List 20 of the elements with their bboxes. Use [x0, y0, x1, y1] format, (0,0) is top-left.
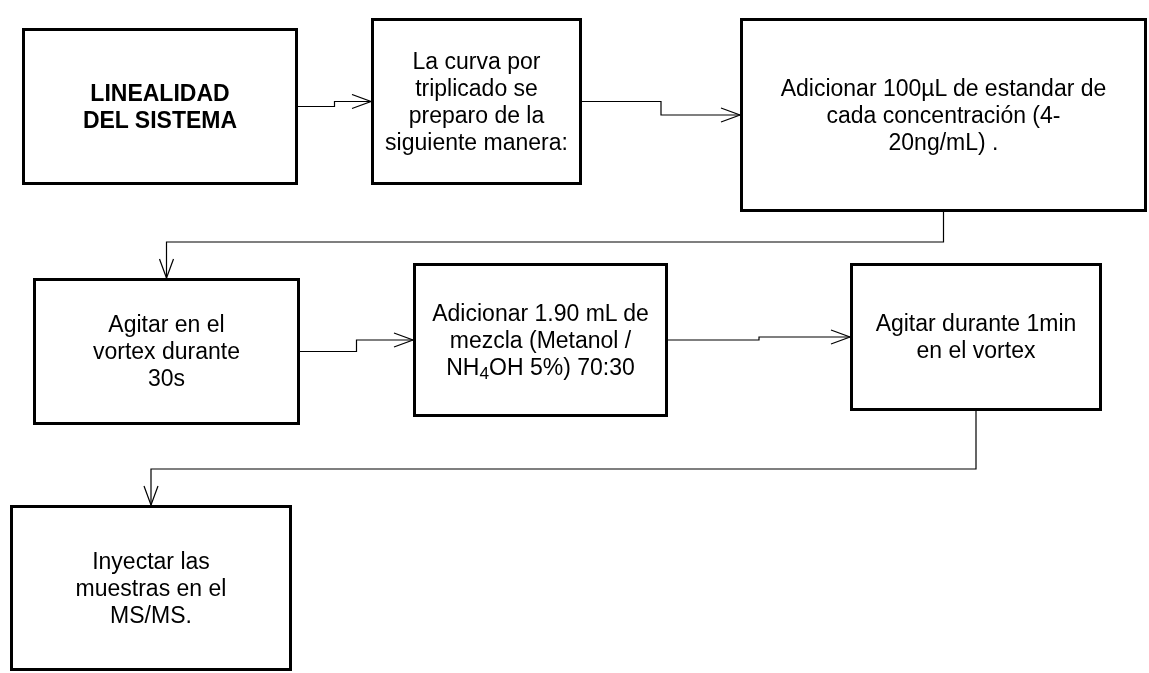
arrow	[581, 100, 741, 123]
arrow	[667, 329, 851, 345]
step-text: Agitar en el vortex durante 30s	[92, 311, 241, 392]
step-text: Adicionar 1.90 mL de mezcla (Metanol / NH$_{4}$OH 5%) 70:30	[431, 299, 650, 381]
process-box	[371, 18, 582, 185]
process-box	[22, 28, 298, 185]
step-text: La curva por triplicado se preparo de la siguiente manera:	[384, 47, 569, 156]
step-text: Adicionar 100µL de estandar de cada concentración (4-20ng/mL) .	[779, 74, 1108, 156]
arrow	[299, 332, 414, 353]
process-box	[850, 263, 1102, 411]
process-box	[10, 505, 292, 671]
arrow	[158, 211, 945, 279]
process-box	[740, 18, 1147, 212]
process-box	[33, 278, 300, 425]
step-text: Agitar durante 1min en el vortex	[875, 310, 1077, 364]
arrow	[297, 93, 372, 110]
step-text: Inyectar las muestras en el MS/MS.	[74, 547, 228, 629]
process-box	[413, 263, 668, 417]
arrow	[143, 410, 977, 506]
step-text: LINEALIDAD DEL SISTEMA	[81, 79, 239, 134]
